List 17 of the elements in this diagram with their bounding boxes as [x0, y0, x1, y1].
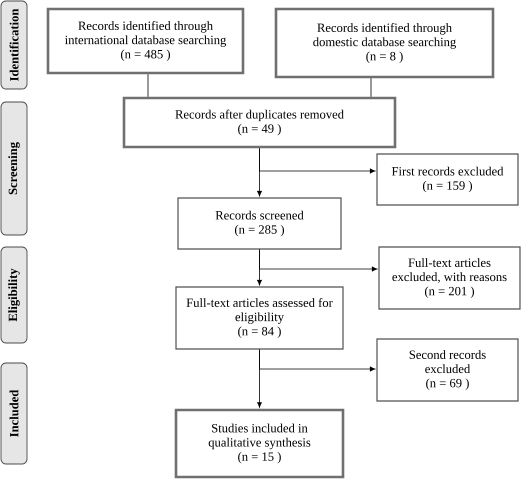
phase-tab: Included: [0, 362, 28, 464]
process-box: Second records excluded (n = 69 ): [376, 338, 519, 402]
phase-tab: Eligibility: [0, 246, 28, 344]
connector-line: [370, 78, 372, 98]
arrow: [259, 349, 376, 372]
arrow: [259, 249, 378, 272]
process-box: Records identified through international database searching (n = 485 ): [46, 8, 244, 74]
process-box: Records screened (n = 285 ): [177, 197, 342, 250]
process-box: Records identified through domestic database searching (n = 8 ): [274, 8, 494, 78]
process-box: Full-text articles excluded, with reasons (n = 201 ): [378, 246, 521, 310]
phase-tab: Identification: [0, 0, 28, 90]
process-box: Full-text articles assessed for eligibility (n = 84 ): [175, 286, 344, 350]
process-box: Records after duplicates removed (n = 49 ): [122, 96, 396, 148]
process-box: First records excluded (n = 159 ): [376, 153, 519, 206]
process-box: Studies included in qualitative synthesis (n = 15 ): [174, 408, 344, 478]
phase-tab: Screening: [0, 102, 28, 236]
arrow: [259, 148, 376, 174]
